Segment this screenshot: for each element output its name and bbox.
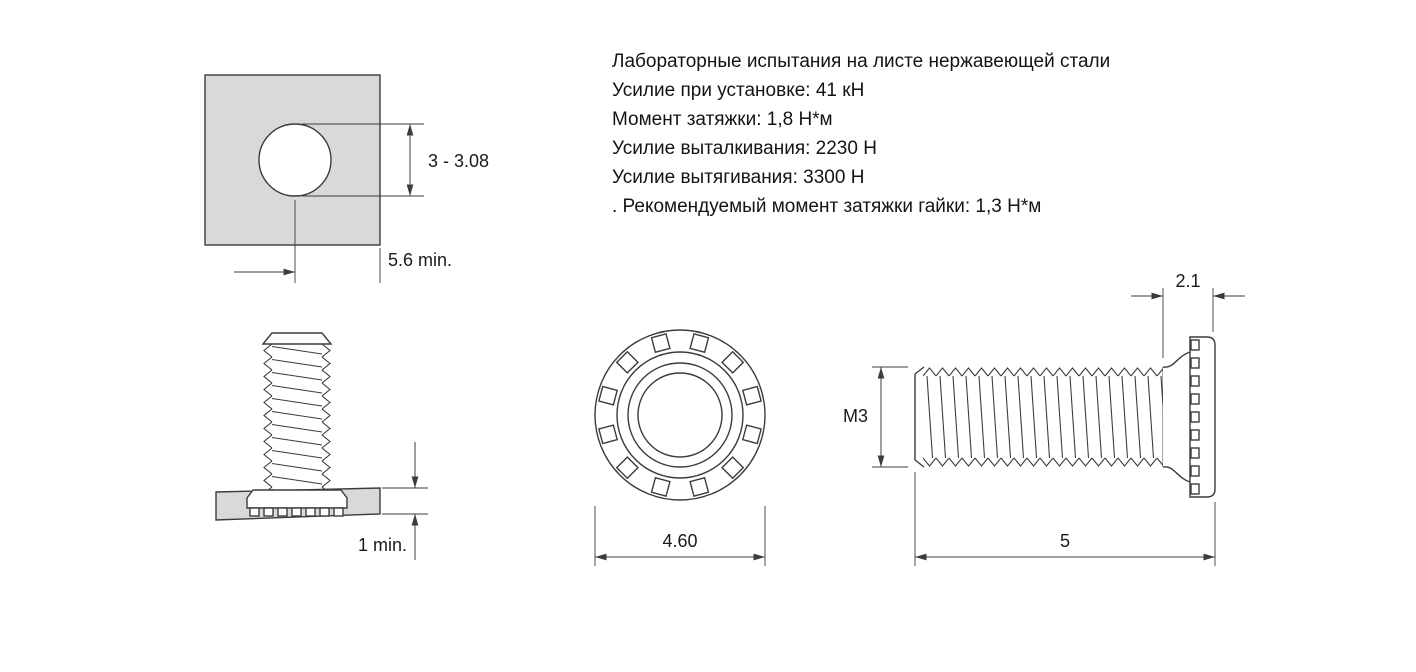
spec-line-pullout-force: Усилие вытягивания: 3300 Н xyxy=(612,167,864,188)
spec-line-torque: Момент затяжки: 1,8 Н*м xyxy=(612,109,833,130)
stud-top-view-drawing: 4.60 xyxy=(594,329,766,566)
hole-diameter-label: 3 - 3.08 xyxy=(428,151,489,171)
stud-installed-drawing: 1 min. xyxy=(215,332,428,560)
spec-text-block: Лабораторные испытания на листе нержавею… xyxy=(612,51,1110,217)
spec-line-install-force: Усилие при установке: 41 кН xyxy=(612,80,864,101)
stud-tip xyxy=(261,332,333,345)
thread-minor-circle xyxy=(637,372,723,458)
thread-size-label: M3 xyxy=(843,406,868,426)
stud-length-label: 5 xyxy=(1060,531,1070,551)
stud-side-view-drawing: M3 5 2.1 xyxy=(843,271,1245,566)
stud-thread-vertical xyxy=(263,344,331,490)
thread-major-circle xyxy=(627,362,733,468)
spec-line-nut-torque: . Рекомендуемый момент затяжки гайки: 1,… xyxy=(612,196,1041,217)
head-serrations xyxy=(249,507,344,517)
plate-hole-drawing: 3 - 3.08 5.6 min. xyxy=(204,74,489,283)
mounting-hole xyxy=(258,123,332,197)
head-flange-circle xyxy=(616,351,744,479)
head-height-label: 2.1 xyxy=(1175,271,1200,291)
sheet-thickness-label: 1 min. xyxy=(358,535,407,555)
spec-line-material: Лабораторные испытания на листе нержавею… xyxy=(612,51,1110,72)
head-serrations-side xyxy=(1190,339,1200,495)
head-diameter-label: 4.60 xyxy=(662,531,697,551)
stud-head-flange xyxy=(246,489,348,509)
spec-line-pushout-force: Усилие выталкивания: 2230 Н xyxy=(612,138,877,159)
edge-distance-label: 5.6 min. xyxy=(388,250,452,270)
stud-thread-horizontal xyxy=(923,367,1163,467)
head-outer-circle xyxy=(594,329,766,501)
